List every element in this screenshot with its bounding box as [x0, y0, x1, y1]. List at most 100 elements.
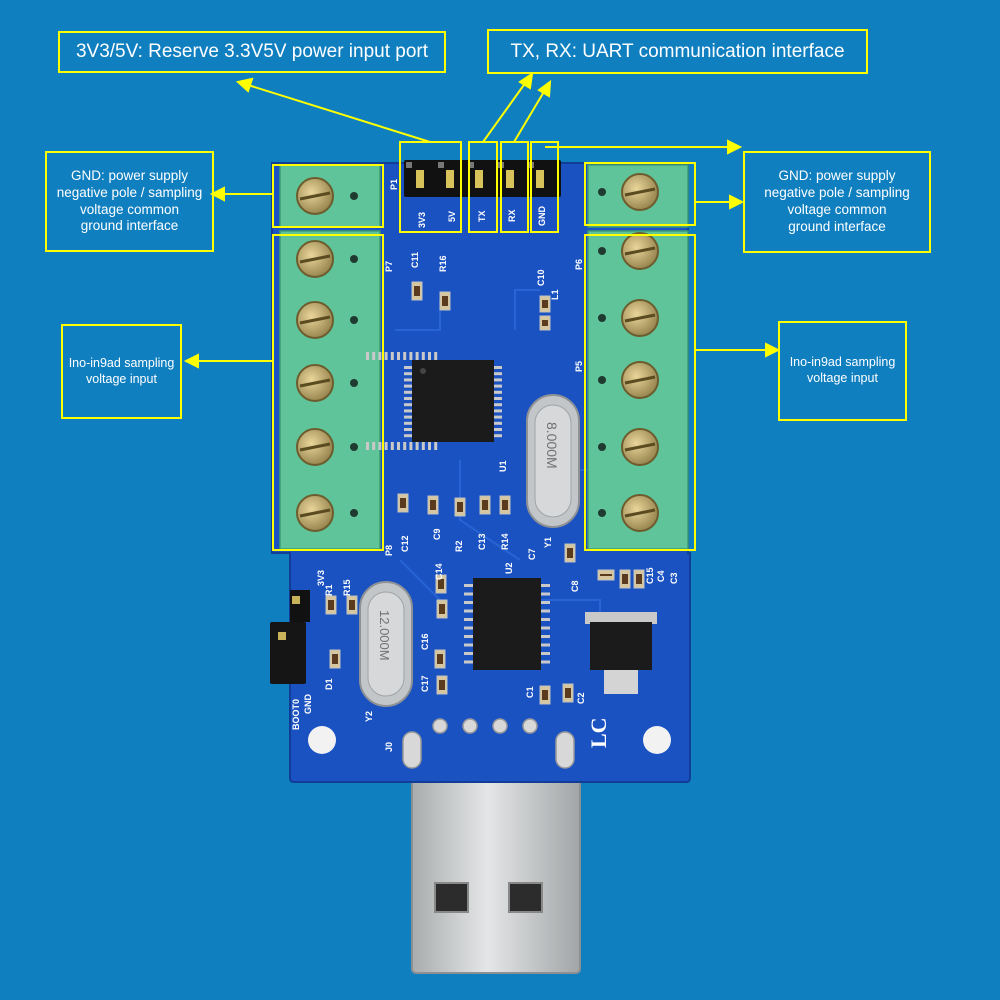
boot-jumper — [270, 590, 310, 684]
highlight-left-input-terminals — [272, 234, 384, 551]
component-ref-label: C16 — [420, 633, 430, 650]
terminal-screw — [296, 364, 334, 402]
terminal-screw — [621, 361, 659, 399]
jumper-label-boot0: BOOT0 — [291, 699, 301, 730]
smd-component — [564, 543, 576, 563]
terminal-screw — [621, 232, 659, 270]
right-terminal-block — [587, 164, 689, 550]
highlight-left-gnd-terminal — [272, 164, 384, 228]
component-ref-label: C14 — [434, 563, 444, 580]
smd-component — [436, 599, 448, 619]
component-ref-label: D1 — [324, 678, 334, 690]
smd-component — [454, 497, 466, 517]
smd-component — [539, 295, 551, 313]
chip-ref-u1: U1 — [498, 460, 508, 472]
terminal-ref-p8: P8 — [384, 545, 394, 556]
component-ref-label: R16 — [438, 255, 448, 272]
callout-input-right-line: voltage input — [807, 371, 878, 385]
highlight-right-input-terminals — [584, 234, 696, 551]
component-ref-label: C10 — [536, 269, 546, 286]
terminal-screw — [296, 494, 334, 532]
component-ref-label: R14 — [500, 533, 510, 550]
terminal-hole — [598, 188, 606, 196]
component-ref-label: C2 — [576, 692, 586, 704]
terminal-ref-p5: P5 — [574, 361, 584, 372]
header-ref-label: P1 — [389, 179, 399, 190]
usb-contact-hole — [508, 882, 543, 913]
terminal-screw — [296, 240, 334, 278]
callout-input-left: Ino-in9ad sampling voltage input — [61, 324, 182, 419]
chip-ref-u2: U2 — [504, 562, 514, 574]
callout-gnd-left-line: voltage common — [79, 201, 180, 217]
callout-input-right: Ino-in9ad sampling voltage input — [778, 321, 907, 421]
callout-uart: TX, RX: UART communication interface — [487, 29, 868, 74]
smd-component — [499, 495, 511, 515]
component-ref-label: C4 — [656, 570, 666, 582]
smd-component — [397, 493, 409, 513]
terminal-screw — [621, 173, 659, 211]
pin-label-5v: 5V — [447, 211, 457, 222]
pin-label-gnd: GND — [537, 206, 547, 227]
crystal-8mhz: 8.000M — [526, 394, 580, 528]
terminal-screw — [621, 299, 659, 337]
usb-ref-j0: J0 — [384, 742, 394, 752]
callout-input-left-line: voltage input — [86, 371, 157, 386]
mounting-hole — [643, 726, 671, 754]
component-ref-label: C13 — [477, 533, 487, 550]
jumper-label-3v3: 3V3 — [316, 570, 326, 586]
crystal-12mhz: 12.000M — [359, 581, 413, 707]
left-terminal-block — [279, 164, 381, 550]
terminal-ref-p6: P6 — [574, 259, 584, 270]
smd-component — [439, 291, 451, 311]
callout-gnd-left-line: ground interface — [80, 218, 179, 234]
callout-input-right-line: Ino-in9ad sampling — [789, 355, 896, 370]
component-ref-label: C3 — [669, 572, 679, 584]
terminal-screw — [621, 428, 659, 466]
component-ref-label: C8 — [570, 580, 580, 592]
crystal-label-8m: 8.000M — [544, 422, 560, 469]
usb-solder-pins — [402, 718, 575, 769]
highlight-gnd-pin — [530, 141, 559, 233]
terminal-hole — [350, 443, 358, 451]
terminal-hole — [598, 247, 606, 255]
terminal-hole — [598, 443, 606, 451]
callout-input-left-line: Ino-in9ad sampling — [68, 355, 175, 370]
smd-component — [329, 649, 341, 669]
terminal-ref-p7: P7 — [384, 261, 394, 272]
component-ref-label: R1 — [324, 584, 334, 596]
terminal-hole — [350, 316, 358, 324]
component-ref-label: C12 — [400, 535, 410, 552]
usb-bridge-chip — [464, 578, 550, 670]
component-ref-label: C17 — [420, 675, 430, 692]
highlight-power-pins — [399, 141, 462, 233]
callout-gnd-left-line: GND: power supply — [70, 167, 189, 183]
callout-gnd-right-line: voltage common — [787, 202, 887, 217]
component-ref-label: R15 — [342, 579, 352, 596]
terminal-screw — [296, 177, 334, 215]
usb-contact-hole — [434, 882, 469, 913]
component-ref-label: R2 — [454, 540, 464, 552]
voltage-regulator — [585, 612, 657, 694]
brand-label: LC — [586, 717, 611, 748]
terminal-hole — [350, 379, 358, 387]
pin-header — [404, 160, 561, 197]
smd-component — [434, 649, 446, 669]
pin-label-tx: TX — [477, 210, 487, 222]
jumper-label-gnd: GND — [303, 694, 313, 715]
component-ref-label: C1 — [525, 686, 535, 698]
callout-gnd-right: GND: power supply negative pole / sampli… — [743, 151, 931, 253]
component-ref-label: L1 — [550, 289, 560, 300]
component-ref-label: Y1 — [543, 537, 553, 548]
terminal-hole — [598, 314, 606, 322]
smd-component — [427, 495, 439, 515]
terminal-hole — [350, 192, 358, 200]
callout-power-port-text: 3V3/5V: Reserve 3.3V5V power input port — [75, 41, 429, 63]
smd-component — [619, 569, 631, 589]
callout-uart-text: TX, RX: UART communication interface — [510, 40, 845, 62]
smd-component — [539, 685, 551, 705]
pin-label-rx: RX — [507, 209, 517, 222]
highlight-right-gnd-terminal — [584, 162, 696, 226]
terminal-screw — [296, 428, 334, 466]
smd-component — [633, 569, 645, 589]
component-ref-label: C11 — [410, 252, 420, 268]
